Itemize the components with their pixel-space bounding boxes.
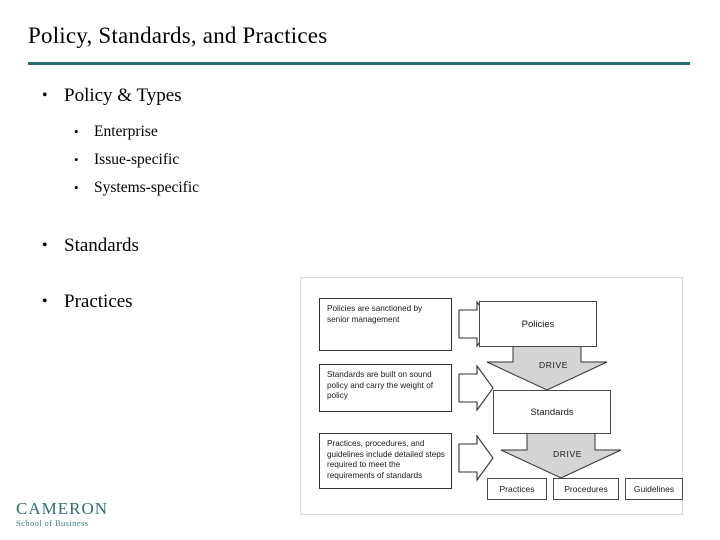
bullet-label: Issue-specific — [94, 151, 180, 168]
spacer — [30, 108, 300, 118]
chevron-arrow-icon — [458, 434, 494, 482]
bullet-label: Systems-specific — [94, 179, 200, 196]
bullet-label: Enterprise — [94, 123, 158, 140]
bullet-issue-specific: • Issue-specific — [30, 146, 300, 174]
bullet-enterprise: • Enterprise — [30, 118, 300, 146]
spacer — [30, 258, 300, 290]
spacer — [30, 202, 300, 234]
bullet-marker: • — [74, 180, 79, 195]
title-divider — [28, 62, 690, 65]
bullet-policy-and-types: • Policy & Types — [30, 84, 300, 108]
drive-label-lower: DRIVE — [553, 449, 582, 459]
flow-box-procedures: Procedures — [553, 478, 619, 500]
bullet-label: Practices — [64, 291, 133, 312]
flow-box-policies: Policies — [479, 301, 597, 347]
callout-policies: Policies are sanctioned by senior manage… — [319, 298, 452, 351]
drive-label-upper: DRIVE — [539, 360, 568, 370]
bullet-marker: • — [42, 87, 48, 104]
bullet-practices: • Practices — [30, 290, 300, 314]
logo-subtitle: School of Business — [16, 518, 89, 528]
callout-standards: Standards are built on sound policy and … — [319, 364, 452, 412]
bullet-marker: • — [74, 152, 79, 167]
bullet-marker: • — [42, 293, 48, 310]
bullet-standards: • Standards — [30, 234, 300, 258]
logo-name: CAMERON — [16, 499, 109, 518]
bullet-label: Policy & Types — [64, 85, 182, 106]
bullet-marker: • — [42, 237, 48, 254]
flow-box-practices: Practices — [487, 478, 547, 500]
callout-practices: Practices, procedures, and guidelines in… — [319, 433, 452, 489]
page-title: Policy, Standards, and Practices — [28, 23, 328, 48]
flow-box-guidelines: Guidelines — [625, 478, 683, 500]
flow-box-standards: Standards — [493, 390, 611, 434]
bullet-marker: • — [74, 124, 79, 139]
bullet-label: Standards — [64, 235, 139, 256]
bullet-list: • Policy & Types • Enterprise • Issue-sp… — [30, 84, 300, 314]
cameron-school-of-business-logo: CAMERON School of Business — [16, 500, 116, 529]
bullet-systems-specific: • Systems-specific — [30, 174, 300, 202]
chevron-arrow-icon — [458, 364, 494, 412]
policy-hierarchy-diagram: Policies are sanctioned by senior manage… — [300, 277, 683, 515]
